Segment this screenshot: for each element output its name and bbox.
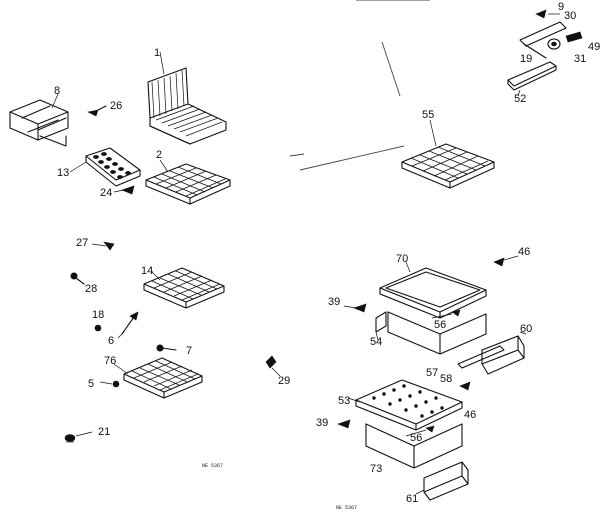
part-70-crisper-lid [379,261,487,319]
part-30-hinge-cover [519,9,567,59]
part-1-wire-shelf-back [147,51,227,145]
part-60-handle [481,331,527,375]
label-56-upper: 56 [434,319,446,331]
label-39-lower: 39 [316,417,328,429]
part-26-screw [87,105,107,117]
label-54: 54 [370,336,382,348]
part-53-crisper-cover [347,379,463,431]
label-46-lower: 46 [464,409,476,421]
part-46-clip-lower [459,381,471,391]
label-61: 61 [406,493,418,505]
label-21: 21 [98,426,110,438]
label-14: 14 [141,265,153,277]
label-52: 52 [514,93,526,105]
label-2: 2 [156,149,162,161]
label-27: 27 [76,237,88,249]
part-8-bracket [9,93,69,147]
part-52-rail [507,61,557,97]
label-26: 26 [110,100,122,112]
label-9: 9 [558,1,564,13]
drawing-code-left: NE 5367 [202,463,223,469]
part-21-cap [64,431,93,443]
label-56-lower: 56 [410,432,422,444]
part-24-clip [113,185,135,195]
label-73: 73 [370,463,382,475]
label-28: 28 [85,283,97,295]
part-61-handle [415,461,469,501]
part-73-crisper-pan-lower [365,423,463,469]
part-56-crisper-pan-upper [375,309,487,355]
part-76-wire-shelf [113,357,203,399]
part-46-clip-upper [493,255,519,267]
part-49-pin [565,31,583,43]
part-31-knob [547,38,561,50]
label-31: 31 [574,53,586,65]
label-24: 24 [100,187,112,199]
part-27-clip [91,241,115,251]
part-13-ice-tray [69,147,141,187]
part-6-bolt [117,311,139,339]
part-28-screw [70,272,85,285]
label-29: 29 [278,375,290,387]
part-2-wire-shelf [145,159,231,205]
label-39-upper: 39 [328,296,340,308]
label-55: 55 [422,109,434,121]
part-29-clip [265,355,281,377]
part-55-wire-shelf [401,119,495,189]
label-19: 19 [520,53,532,65]
part-39-screw-upper [343,303,367,313]
label-70: 70 [396,253,408,265]
label-8: 8 [54,85,60,97]
label-53: 53 [338,395,350,407]
label-57: 57 [426,367,438,379]
drawing-code-bottom: NE 5367 [336,505,357,511]
part-14-wire-shelf [143,267,225,309]
label-1: 1 [154,47,160,59]
label-76: 76 [104,355,116,367]
label-6: 6 [108,335,114,347]
label-18: 18 [92,309,104,321]
part-18-washer [94,324,102,332]
label-5: 5 [88,378,94,390]
label-58: 58 [440,373,452,385]
part-58-rail [457,345,505,369]
part-7-screw [156,344,177,352]
label-13: 13 [57,167,69,179]
label-7: 7 [186,345,192,357]
part-5-screw [99,380,120,388]
guide-lines [289,0,430,171]
part-39-screw-lower [337,419,351,429]
label-60: 60 [520,323,532,335]
label-30: 30 [564,10,576,22]
label-46-upper: 46 [518,246,530,258]
label-49: 49 [588,41,600,53]
part-labels: 1 2 5 6 7 8 9 19 13 14 18 21 24 26 27 28… [54,1,600,505]
